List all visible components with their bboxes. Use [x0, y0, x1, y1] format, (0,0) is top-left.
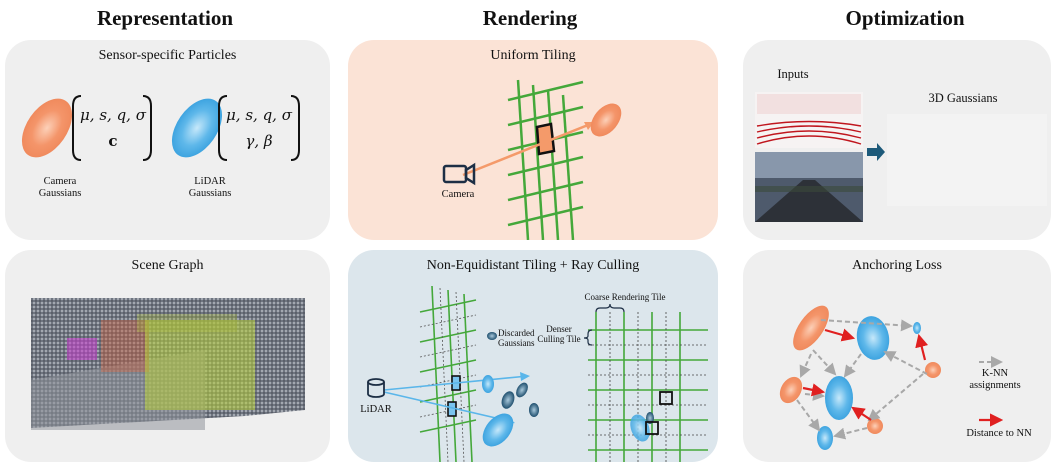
knn-label: K-NN assignments — [955, 368, 1035, 392]
discarded-line2: Gaussians — [498, 338, 535, 348]
arrow-right-icon — [867, 143, 885, 161]
distance-nn-label: Distance to NN — [966, 428, 1032, 439]
coarse-tile-label: Coarse Rendering Tile — [584, 292, 666, 302]
denser-line1: Denser — [546, 324, 572, 334]
non-equidistant-panel: Non-Equidistant Tiling + Ray Culling — [348, 250, 718, 462]
knn-line1: K-NN — [981, 368, 1009, 379]
bbox-medium — [101, 320, 149, 372]
knn-line2: assignments — [969, 380, 1021, 391]
uniform-tiling-graphic — [442, 79, 622, 240]
denser-line2: Culling Tile — [537, 334, 581, 344]
discarded-line1: Discarded — [498, 328, 535, 338]
inputs-graphic — [755, 92, 1047, 222]
anchoring-graphic — [779, 305, 1004, 450]
lidar-label-line2: Gaussians — [188, 188, 232, 199]
column-title-optimization: Optimization — [845, 6, 965, 30]
particles-graphic — [21, 95, 300, 161]
lidar-gaussian — [171, 98, 223, 158]
camera-label: Camera — [441, 189, 475, 200]
scene-graph-panel: Scene Graph — [5, 250, 330, 462]
camera-label-line1: Camera — [43, 176, 77, 187]
camera-icon — [442, 162, 476, 186]
inputs-panel: Inputs 3D Gaussians — [743, 40, 1051, 240]
column-title-representation: Representation — [96, 6, 234, 30]
panel-title: Uniform Tiling — [490, 48, 576, 63]
camera-ray — [462, 121, 594, 177]
camera-params-line1: μ, s, q, σ — [80, 106, 146, 124]
camera-gaussians-label: Camera Gaussians — [20, 176, 100, 200]
uniform-tiling-panel: Uniform Tiling Camera — [348, 40, 718, 240]
lidar-params-line1: μ, s, q, σ — [226, 106, 292, 124]
camera-gaussian — [21, 98, 73, 158]
lidar-params-line2: γ, β — [245, 132, 273, 150]
lidar-label: LiDAR — [360, 404, 392, 415]
discarded-gaussian-icon — [487, 332, 497, 340]
camera-label-line2: Gaussians — [38, 188, 82, 199]
panel-title: Sensor-specific Particles — [98, 48, 237, 63]
panel-title: Scene Graph — [131, 258, 204, 273]
lidar-gaussians-label: LiDAR Gaussians — [170, 176, 250, 200]
bbox-large — [145, 320, 255, 410]
column-title-rendering: Rendering — [482, 6, 578, 30]
anchoring-loss-panel: Anchoring Loss — [743, 250, 1051, 462]
camera-params-line2: c — [108, 132, 118, 150]
gaussians-3d-label: 3D Gaussians — [928, 91, 998, 105]
panel-title: Anchoring Loss — [852, 258, 942, 273]
sensor-particles-panel: Sensor-specific Particles μ, s, q, σ c μ… — [5, 40, 330, 240]
scene-graph-graphic — [31, 298, 305, 430]
discarded-gaussians-label: Discarded Gaussians — [498, 328, 548, 348]
target-gaussian — [590, 103, 622, 137]
panel-title: Non-Equidistant Tiling + Ray Culling — [426, 258, 640, 273]
lidar-label-line1: LiDAR — [194, 176, 226, 187]
bbox-small — [67, 338, 97, 360]
gaussian-cloud-image — [887, 114, 1047, 206]
inputs-label: Inputs — [777, 67, 809, 81]
denser-culling-label: Denser Culling Tile — [532, 324, 586, 344]
non-equidistant-graphic — [367, 285, 708, 462]
lidar-icon — [367, 378, 385, 398]
